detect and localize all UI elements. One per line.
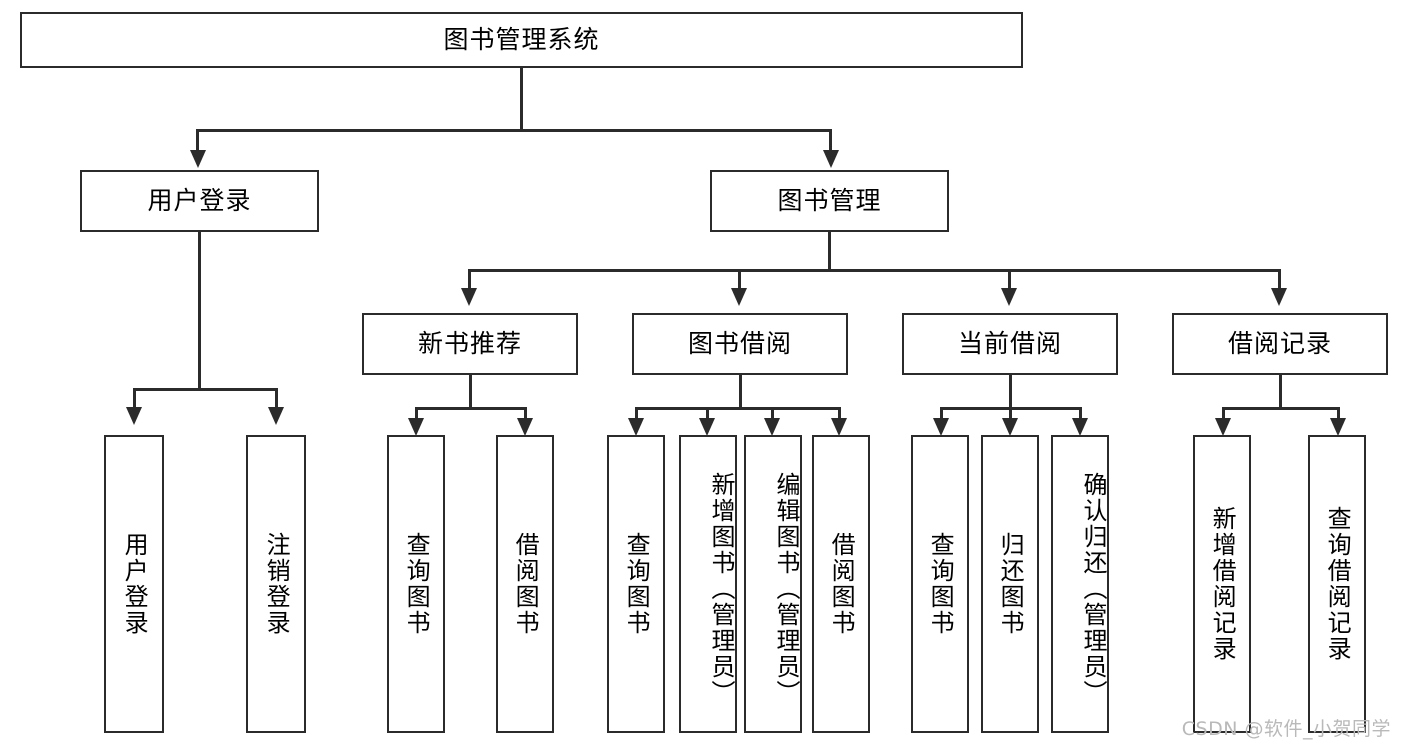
arrow-user-login — [190, 150, 206, 168]
leaf-user-login-2[interactable]: 注销登录 — [246, 435, 306, 733]
arrow-leaf-borrow-books-2 — [699, 418, 715, 436]
arrow-leaf-current-borrow-3 — [1072, 418, 1088, 436]
leaf-current-borrow-3-label: 确认归还（管理员） — [1079, 472, 1107, 706]
connector-current-borrow-stem — [1009, 375, 1012, 410]
connector-current-borrow-drop-1 — [940, 407, 943, 421]
connector-root-stem — [520, 68, 523, 131]
connector-borrow-records-bus — [1222, 407, 1340, 410]
arrow-leaf-user-login-1 — [126, 407, 142, 425]
connector-new-books-drop-1 — [415, 407, 418, 421]
arrow-leaf-borrow-books-3 — [764, 418, 780, 436]
leaf-borrow-books-2[interactable]: 新增图书（管理员） — [679, 435, 737, 733]
connector-borrow-records-stem — [1279, 375, 1282, 410]
node-root[interactable]: 图书管理系统 — [20, 12, 1023, 68]
arrow-leaf-borrow-books-1 — [628, 418, 644, 436]
arrow-leaf-new-books-2 — [517, 418, 533, 436]
node-borrow-books[interactable]: 图书借阅 — [632, 313, 848, 375]
arrow-borrow-records — [1271, 288, 1287, 306]
leaf-current-borrow-1-label: 查询图书 — [926, 532, 955, 636]
leaf-user-login-1-label: 用户登录 — [120, 532, 149, 636]
arrow-borrow-books — [731, 288, 747, 306]
connector-borrow-books-drop-1 — [635, 407, 638, 421]
connector-new-books-stem — [469, 375, 472, 410]
connector-book-manage-stem — [828, 232, 831, 271]
connector-borrow-books-drop-4 — [838, 407, 841, 421]
arrow-leaf-user-login-2 — [268, 407, 284, 425]
arrow-leaf-borrow-books-4 — [831, 418, 847, 436]
leaf-borrow-books-1[interactable]: 查询图书 — [607, 435, 665, 733]
node-user-login[interactable]: 用户登录 — [80, 170, 319, 232]
connector-borrow-books-stem — [739, 375, 742, 410]
arrow-new-books — [461, 288, 477, 306]
leaf-new-books-1[interactable]: 查询图书 — [387, 435, 445, 733]
connector-new-books-bus — [415, 407, 527, 410]
connector-new-books-drop-2 — [524, 407, 527, 421]
connector-book-manage-bus — [468, 269, 1281, 272]
arrow-leaf-current-borrow-1 — [933, 418, 949, 436]
node-root-label: 图书管理系统 — [443, 25, 600, 55]
leaf-user-login-1[interactable]: 用户登录 — [104, 435, 164, 733]
arrow-leaf-current-borrow-2 — [1002, 418, 1018, 436]
arrow-leaf-borrow-records-1 — [1215, 418, 1231, 436]
connector-root-drop-right — [829, 129, 832, 153]
connector-book-manage-drop-2 — [738, 269, 741, 291]
leaf-user-login-2-label: 注销登录 — [262, 532, 291, 636]
node-new-books[interactable]: 新书推荐 — [362, 313, 578, 375]
leaf-current-borrow-2-label: 归还图书 — [996, 532, 1025, 636]
node-borrow-records[interactable]: 借阅记录 — [1172, 313, 1388, 375]
leaf-new-books-1-label: 查询图书 — [402, 532, 431, 636]
leaf-borrow-books-1-label: 查询图书 — [622, 532, 651, 636]
leaf-borrow-books-3[interactable]: 编辑图书（管理员） — [744, 435, 802, 733]
node-new-books-label: 新书推荐 — [417, 329, 522, 359]
connector-root-drop-left — [196, 129, 199, 153]
connector-user-login-drop-2 — [275, 388, 278, 410]
leaf-new-books-2[interactable]: 借阅图书 — [496, 435, 554, 733]
node-current-borrow-label: 当前借阅 — [957, 329, 1062, 359]
connector-user-login-stem — [198, 232, 201, 390]
connector-user-login-bus — [133, 388, 278, 391]
leaf-borrow-books-4-label: 借阅图书 — [827, 532, 856, 636]
leaf-borrow-books-2-label: 新增图书（管理员） — [707, 472, 735, 706]
node-book-manage-label: 图书管理 — [777, 186, 882, 216]
arrow-book-manage — [823, 150, 839, 168]
connector-root-bus — [196, 129, 832, 132]
leaf-borrow-records-1-label: 新增借阅记录 — [1208, 506, 1237, 662]
connector-current-borrow-drop-2 — [1009, 407, 1012, 421]
node-book-manage[interactable]: 图书管理 — [710, 170, 949, 232]
leaf-borrow-records-1[interactable]: 新增借阅记录 — [1193, 435, 1251, 733]
node-borrow-books-label: 图书借阅 — [687, 329, 792, 359]
leaf-borrow-records-2[interactable]: 查询借阅记录 — [1308, 435, 1366, 733]
arrow-leaf-borrow-records-2 — [1330, 418, 1346, 436]
leaf-current-borrow-2[interactable]: 归还图书 — [981, 435, 1039, 733]
leaf-borrow-records-2-label: 查询借阅记录 — [1323, 506, 1352, 662]
connector-borrow-books-bus — [635, 407, 840, 410]
node-borrow-records-label: 借阅记录 — [1227, 329, 1332, 359]
connector-borrow-records-drop-2 — [1337, 407, 1340, 421]
arrow-current-borrow — [1001, 288, 1017, 306]
connector-borrow-books-drop-3 — [771, 407, 774, 421]
arrow-leaf-new-books-1 — [408, 418, 424, 436]
connector-current-borrow-drop-3 — [1079, 407, 1082, 421]
leaf-current-borrow-1[interactable]: 查询图书 — [911, 435, 969, 733]
connector-book-manage-drop-4 — [1278, 269, 1281, 291]
leaf-borrow-books-4[interactable]: 借阅图书 — [812, 435, 870, 733]
leaf-current-borrow-3[interactable]: 确认归还（管理员） — [1051, 435, 1109, 733]
connector-borrow-books-drop-2 — [706, 407, 709, 421]
leaf-borrow-books-3-label: 编辑图书（管理员） — [772, 472, 800, 706]
connector-book-manage-drop-3 — [1008, 269, 1011, 291]
connector-user-login-drop-1 — [133, 388, 136, 410]
node-current-borrow[interactable]: 当前借阅 — [902, 313, 1118, 375]
connector-book-manage-drop-1 — [468, 269, 471, 291]
leaf-new-books-2-label: 借阅图书 — [511, 532, 540, 636]
connector-borrow-records-drop-1 — [1222, 407, 1225, 421]
node-user-login-label: 用户登录 — [147, 186, 252, 216]
